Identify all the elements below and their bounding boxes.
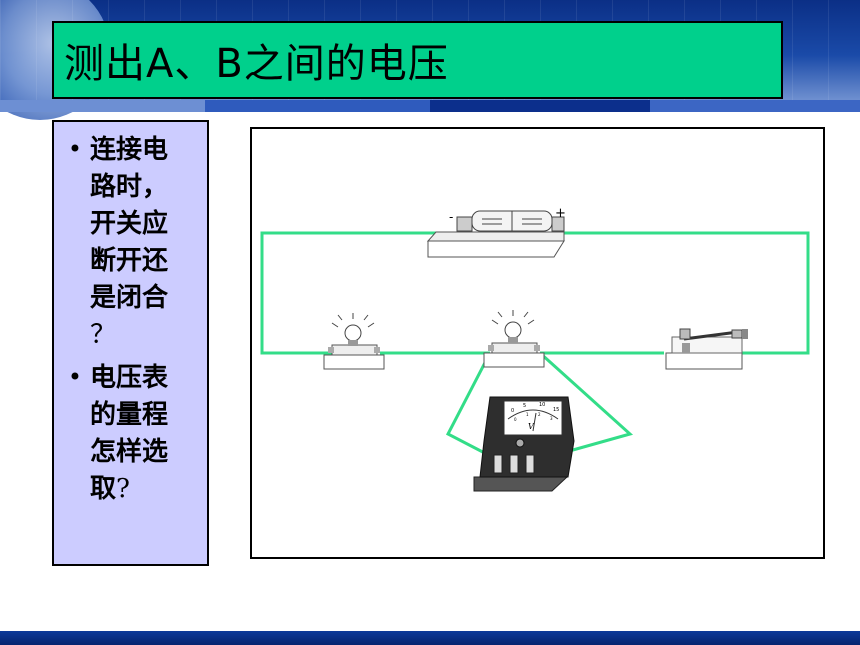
bullet: •: [67, 363, 83, 391]
wire-top-right: [560, 231, 810, 355]
question-item: • 连接电路时，开关应断开还是闭合？: [60, 132, 201, 354]
question-text: 电压表的量程怎样选取?: [90, 363, 169, 504]
meter-inner-1: 1: [526, 412, 529, 417]
battery-minus: -: [449, 210, 453, 224]
meter-scale-15: 15: [553, 407, 559, 413]
bulb-icon: [483, 310, 545, 368]
slide-title: 测出A、B之间的电压: [64, 41, 449, 87]
voltmeter-icon: 0 5 10 15 0 1 2 3 V: [473, 396, 575, 492]
header-stripes: [0, 100, 860, 112]
question-mark: ?: [116, 474, 130, 504]
meter-inner-3: 3: [550, 416, 553, 421]
question-text: 连接电路时，开关应断开还是闭合？: [90, 135, 169, 350]
bulb-icon: [323, 313, 385, 370]
circuit-diagram: - +: [250, 127, 825, 559]
circuit-svg: - +: [260, 206, 810, 492]
meter-scale-10: 10: [539, 402, 545, 408]
title-box: 测出A、B之间的电压: [52, 21, 783, 99]
meter-scale-0: 0: [511, 408, 514, 414]
meter-unit: V: [528, 422, 535, 431]
wire-top-left: [260, 231, 457, 355]
question-panel: • 连接电路时，开关应断开还是闭合？ • 电压表的量程怎样选取?: [52, 120, 209, 566]
battery: - +: [426, 206, 566, 258]
meter-inner-0: 0: [514, 417, 517, 422]
question-mark: ？: [90, 320, 117, 350]
bullet: •: [67, 135, 83, 163]
meter-scale-5: 5: [523, 403, 526, 409]
battery-plus: +: [555, 206, 566, 221]
footer-band: [0, 631, 860, 645]
switch-icon: [665, 328, 748, 370]
meter-inner-2: 2: [538, 412, 541, 417]
question-item: • 电压表的量程怎样选取?: [60, 360, 201, 508]
